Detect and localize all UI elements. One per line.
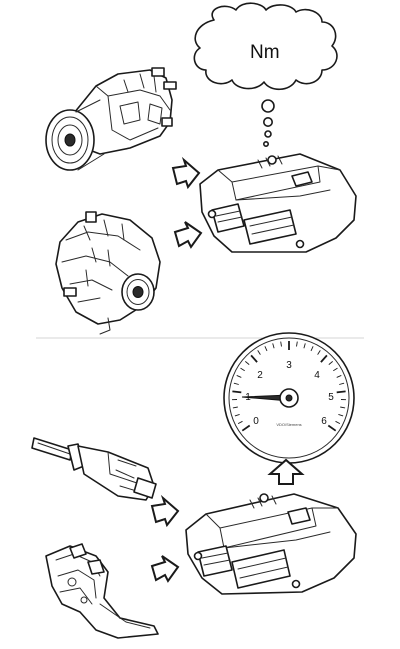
gauge-minor-tick xyxy=(303,343,306,349)
gauge-minor-tick xyxy=(335,420,341,424)
gauge-minor-tick xyxy=(232,406,238,409)
gauge-major-tick xyxy=(320,354,328,363)
gauge-scale-label: 3 xyxy=(286,360,292,371)
gauge-brand-label: VDO/Siemens xyxy=(276,422,301,427)
gauge-minor-tick xyxy=(272,343,275,349)
gauge-scale-label: 4 xyxy=(314,370,320,381)
gauge-major-tick xyxy=(327,424,337,432)
gauge-minor-tick xyxy=(310,346,314,352)
gauge-minor-tick xyxy=(317,350,321,355)
gauge-major-tick xyxy=(232,390,242,394)
temperature-sensor-illustration xyxy=(31,437,157,501)
gauge-minor-tick xyxy=(257,350,261,355)
thought-cloud: Nm xyxy=(193,2,338,91)
ac-compressor-illustration xyxy=(45,67,177,171)
gauge-major-tick xyxy=(336,390,346,394)
gauge-major-tick xyxy=(241,424,251,432)
gauge-minor-tick xyxy=(280,341,282,347)
gauge-minor-tick xyxy=(245,361,250,365)
engine-control-unit-bottom xyxy=(185,493,357,595)
gauge-minor-tick xyxy=(296,341,298,347)
torque-unit-label: Nm xyxy=(250,42,280,63)
gauge-minor-tick xyxy=(264,346,268,352)
output-arrow-gauge xyxy=(267,458,305,485)
gauge-major-tick xyxy=(250,354,258,363)
gauge-minor-tick xyxy=(236,374,242,378)
input-arrow-temperature-sensor xyxy=(150,494,180,528)
gauge-minor-tick xyxy=(333,367,338,372)
gauge-minor-tick xyxy=(328,361,333,365)
gauge-scale-label: 2 xyxy=(257,370,263,381)
input-arrow-alternator xyxy=(173,221,203,249)
input-arrow-compressor xyxy=(171,156,201,190)
tachometer-gauge: 0 1 2 3 4 5 6 VDO/Siemens xyxy=(223,332,355,464)
gauge-minor-tick xyxy=(240,367,245,372)
alternator-illustration xyxy=(55,211,161,335)
gauge-scale-label: 5 xyxy=(328,392,334,403)
input-arrow-accelerator-pedal xyxy=(150,555,180,583)
engine-control-unit-top xyxy=(199,153,357,253)
gauge-tick-marks xyxy=(231,341,347,432)
gauge-minor-tick xyxy=(336,374,342,378)
gauge-minor-tick xyxy=(237,420,243,424)
thought-bubble-trail xyxy=(261,99,275,148)
accelerator-pedal-illustration xyxy=(45,543,159,639)
gauge-scale-label: 0 xyxy=(253,416,259,427)
gauge-minor-tick xyxy=(234,413,240,417)
gauge-minor-tick xyxy=(233,382,239,385)
gauge-scale-label: 6 xyxy=(321,416,327,427)
gauge-minor-tick xyxy=(339,382,345,385)
gauge-minor-tick xyxy=(338,413,344,417)
gauge-minor-tick xyxy=(340,406,346,409)
